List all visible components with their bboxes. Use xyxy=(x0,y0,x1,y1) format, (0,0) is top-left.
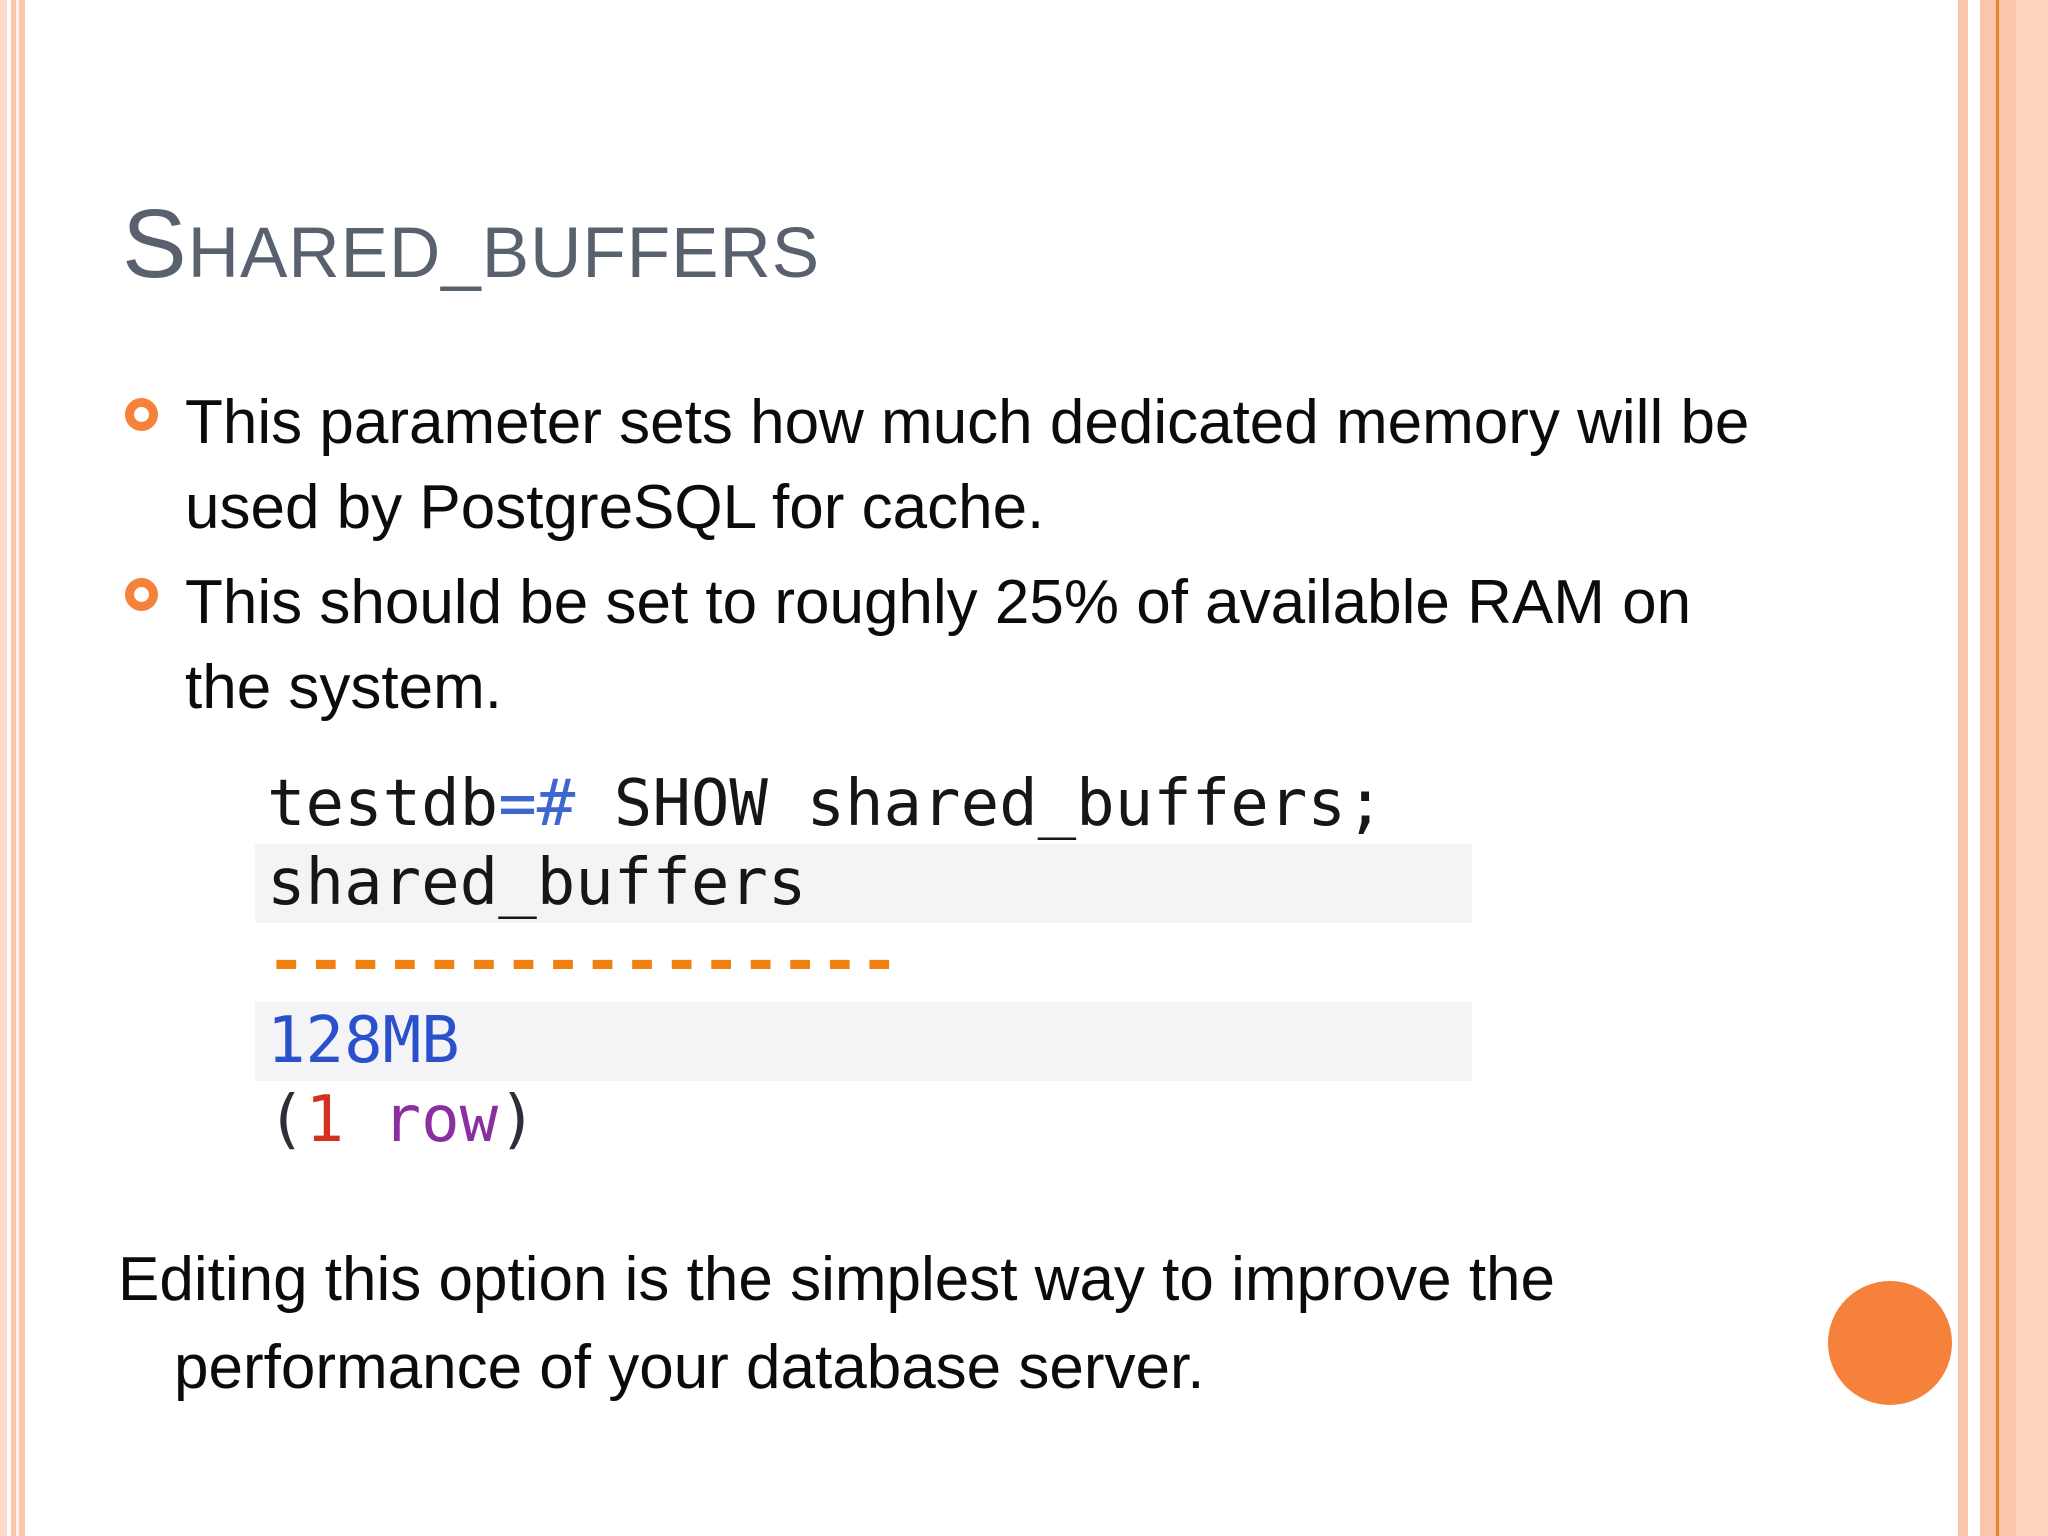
slide-title: SHARED_BUFFERS xyxy=(122,195,821,321)
ring-bullet-icon xyxy=(125,398,158,431)
title-rest: HARED_BUFFERS xyxy=(187,214,821,293)
left-border-stripes xyxy=(0,0,25,1536)
row-count-open-paren: ( xyxy=(267,1083,306,1157)
terminal-screenshot: testdb=# SHOW shared_buffers; shared_buf… xyxy=(255,765,1472,1160)
terminal-value-line: 128MB xyxy=(255,1002,1472,1081)
prompt-symbol: =# xyxy=(498,767,576,841)
bullet-text: This should be set to roughly 25% of ava… xyxy=(185,568,1692,722)
ring-bullet-icon xyxy=(125,578,158,611)
row-count-close-paren: ) xyxy=(498,1083,537,1157)
right-border-stripes xyxy=(1958,0,2048,1536)
bullet-item: This parameter sets how much dedicated m… xyxy=(125,380,1775,550)
terminal-command-line: testdb=# SHOW shared_buffers; xyxy=(255,765,1472,844)
accent-circle xyxy=(1828,1281,1952,1405)
row-count-number: 1 xyxy=(305,1083,345,1157)
terminal-row-count-line: (1 row) xyxy=(255,1081,1472,1160)
command-text: SHOW shared_buffers; xyxy=(575,767,1385,841)
footer-paragraph: Editing this option is the simplest way … xyxy=(118,1245,1556,1402)
column-header-text: shared_buffers xyxy=(267,846,807,920)
terminal-column-header: shared_buffers xyxy=(255,844,1472,923)
bullet-list: This parameter sets how much dedicated m… xyxy=(125,380,1775,740)
terminal-separator-line: ---------------- xyxy=(255,923,1472,1002)
prompt-database: testdb xyxy=(267,767,499,841)
value-text: 128MB xyxy=(267,1004,460,1078)
title-drop-cap: S xyxy=(122,189,188,298)
row-count-word: row xyxy=(344,1083,499,1157)
separator-dashes: ---------------- xyxy=(267,925,900,999)
bullet-text: This parameter sets how much dedicated m… xyxy=(185,388,1750,542)
bullet-item: This should be set to roughly 25% of ava… xyxy=(125,560,1775,730)
